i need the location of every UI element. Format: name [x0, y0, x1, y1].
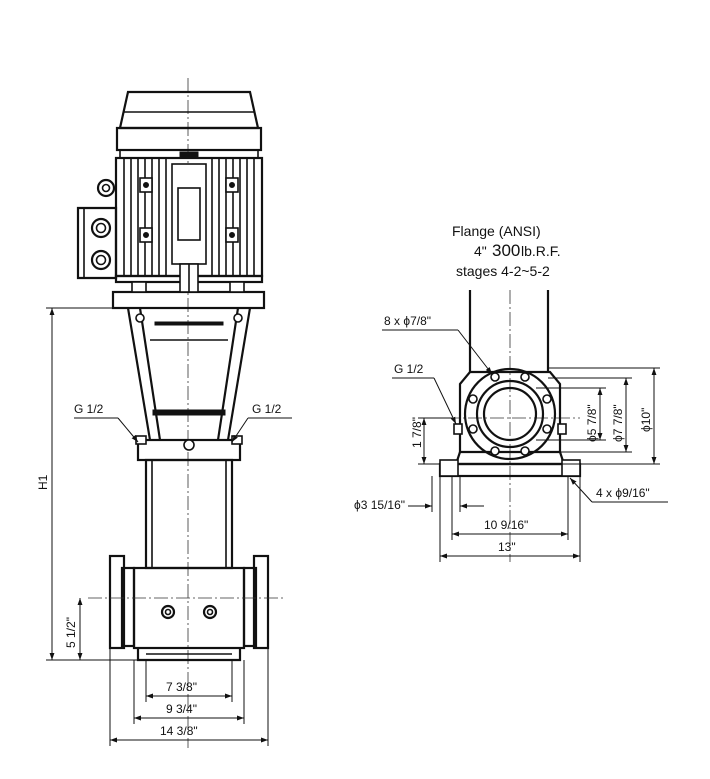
dim-h1-label: H1 — [36, 474, 50, 490]
port-label-left: G 1/2 — [74, 402, 104, 416]
port-label: G 1/2 — [394, 362, 424, 376]
pump-front-view — [76, 78, 270, 748]
dim-base-left-label: ϕ3 15/16" — [354, 498, 405, 512]
dim-dia-2-label: ϕ7 7/8" — [611, 404, 625, 442]
dim-h1: H1 — [36, 307, 140, 661]
dim-dia-3: ϕ10" — [548, 367, 660, 465]
port-leader-left: G 1/2 — [74, 402, 139, 443]
leader-bolt-holes: 8 x ϕ7/8" — [382, 314, 493, 375]
flange-title: Flange (ANSI) 4" 300 lb.R.F. stages 4-2~… — [452, 223, 561, 279]
dim-width-right-1-label: 10 9/16" — [484, 518, 528, 532]
dim-width-1-label: 7 3/8" — [166, 680, 197, 694]
mount-holes-label: 4 x ϕ9/16" — [596, 486, 650, 500]
port-leader-right: G 1/2 — [231, 402, 292, 443]
dim-height-label: 1 7/8" — [410, 417, 424, 448]
dim-vertical-label: 5 1/2" — [64, 617, 78, 648]
dim-width-2-label: 9 3/4" — [166, 702, 197, 716]
bolt-holes-label: 8 x ϕ7/8" — [384, 314, 431, 328]
dim-width-3: 14 3/8" — [109, 648, 269, 746]
dim-vertical-left: 5 1/2" — [64, 598, 83, 660]
dim-dia-3-label: ϕ10" — [639, 408, 653, 432]
dim-width-right-2: 13" — [439, 476, 581, 562]
port-label-right: G 1/2 — [252, 402, 282, 416]
dim-dia-1: ϕ5 7/8" — [536, 387, 606, 442]
flange-title-line2-value: 300 — [492, 241, 520, 260]
leader-port: G 1/2 — [392, 362, 457, 425]
dim-dia-1-label: ϕ5 7/8" — [585, 404, 599, 442]
dim-width-right-1: 10 9/16" — [451, 476, 569, 540]
flange-title-line2-suffix: lb.R.F. — [521, 243, 561, 259]
dim-width-1: 7 3/8" — [145, 660, 233, 702]
dim-width-3-label: 14 3/8" — [160, 724, 198, 738]
dim-width-2: 9 3/4" — [133, 660, 245, 724]
flange-view — [438, 290, 582, 562]
flange-title-line1: Flange (ANSI) — [452, 223, 541, 239]
leader-mount-holes: 4 x ϕ9/16" — [569, 477, 668, 503]
dim-base-left: ϕ3 15/16" — [354, 476, 484, 512]
dim-width-right-2-label: 13" — [498, 540, 516, 554]
dim-height-right: 1 7/8" — [410, 417, 452, 465]
flange-title-line3: stages 4-2~5-2 — [456, 263, 550, 279]
dim-dia-2: ϕ7 7/8" — [548, 377, 632, 453]
flange-title-line2-prefix: 4" — [474, 243, 487, 259]
